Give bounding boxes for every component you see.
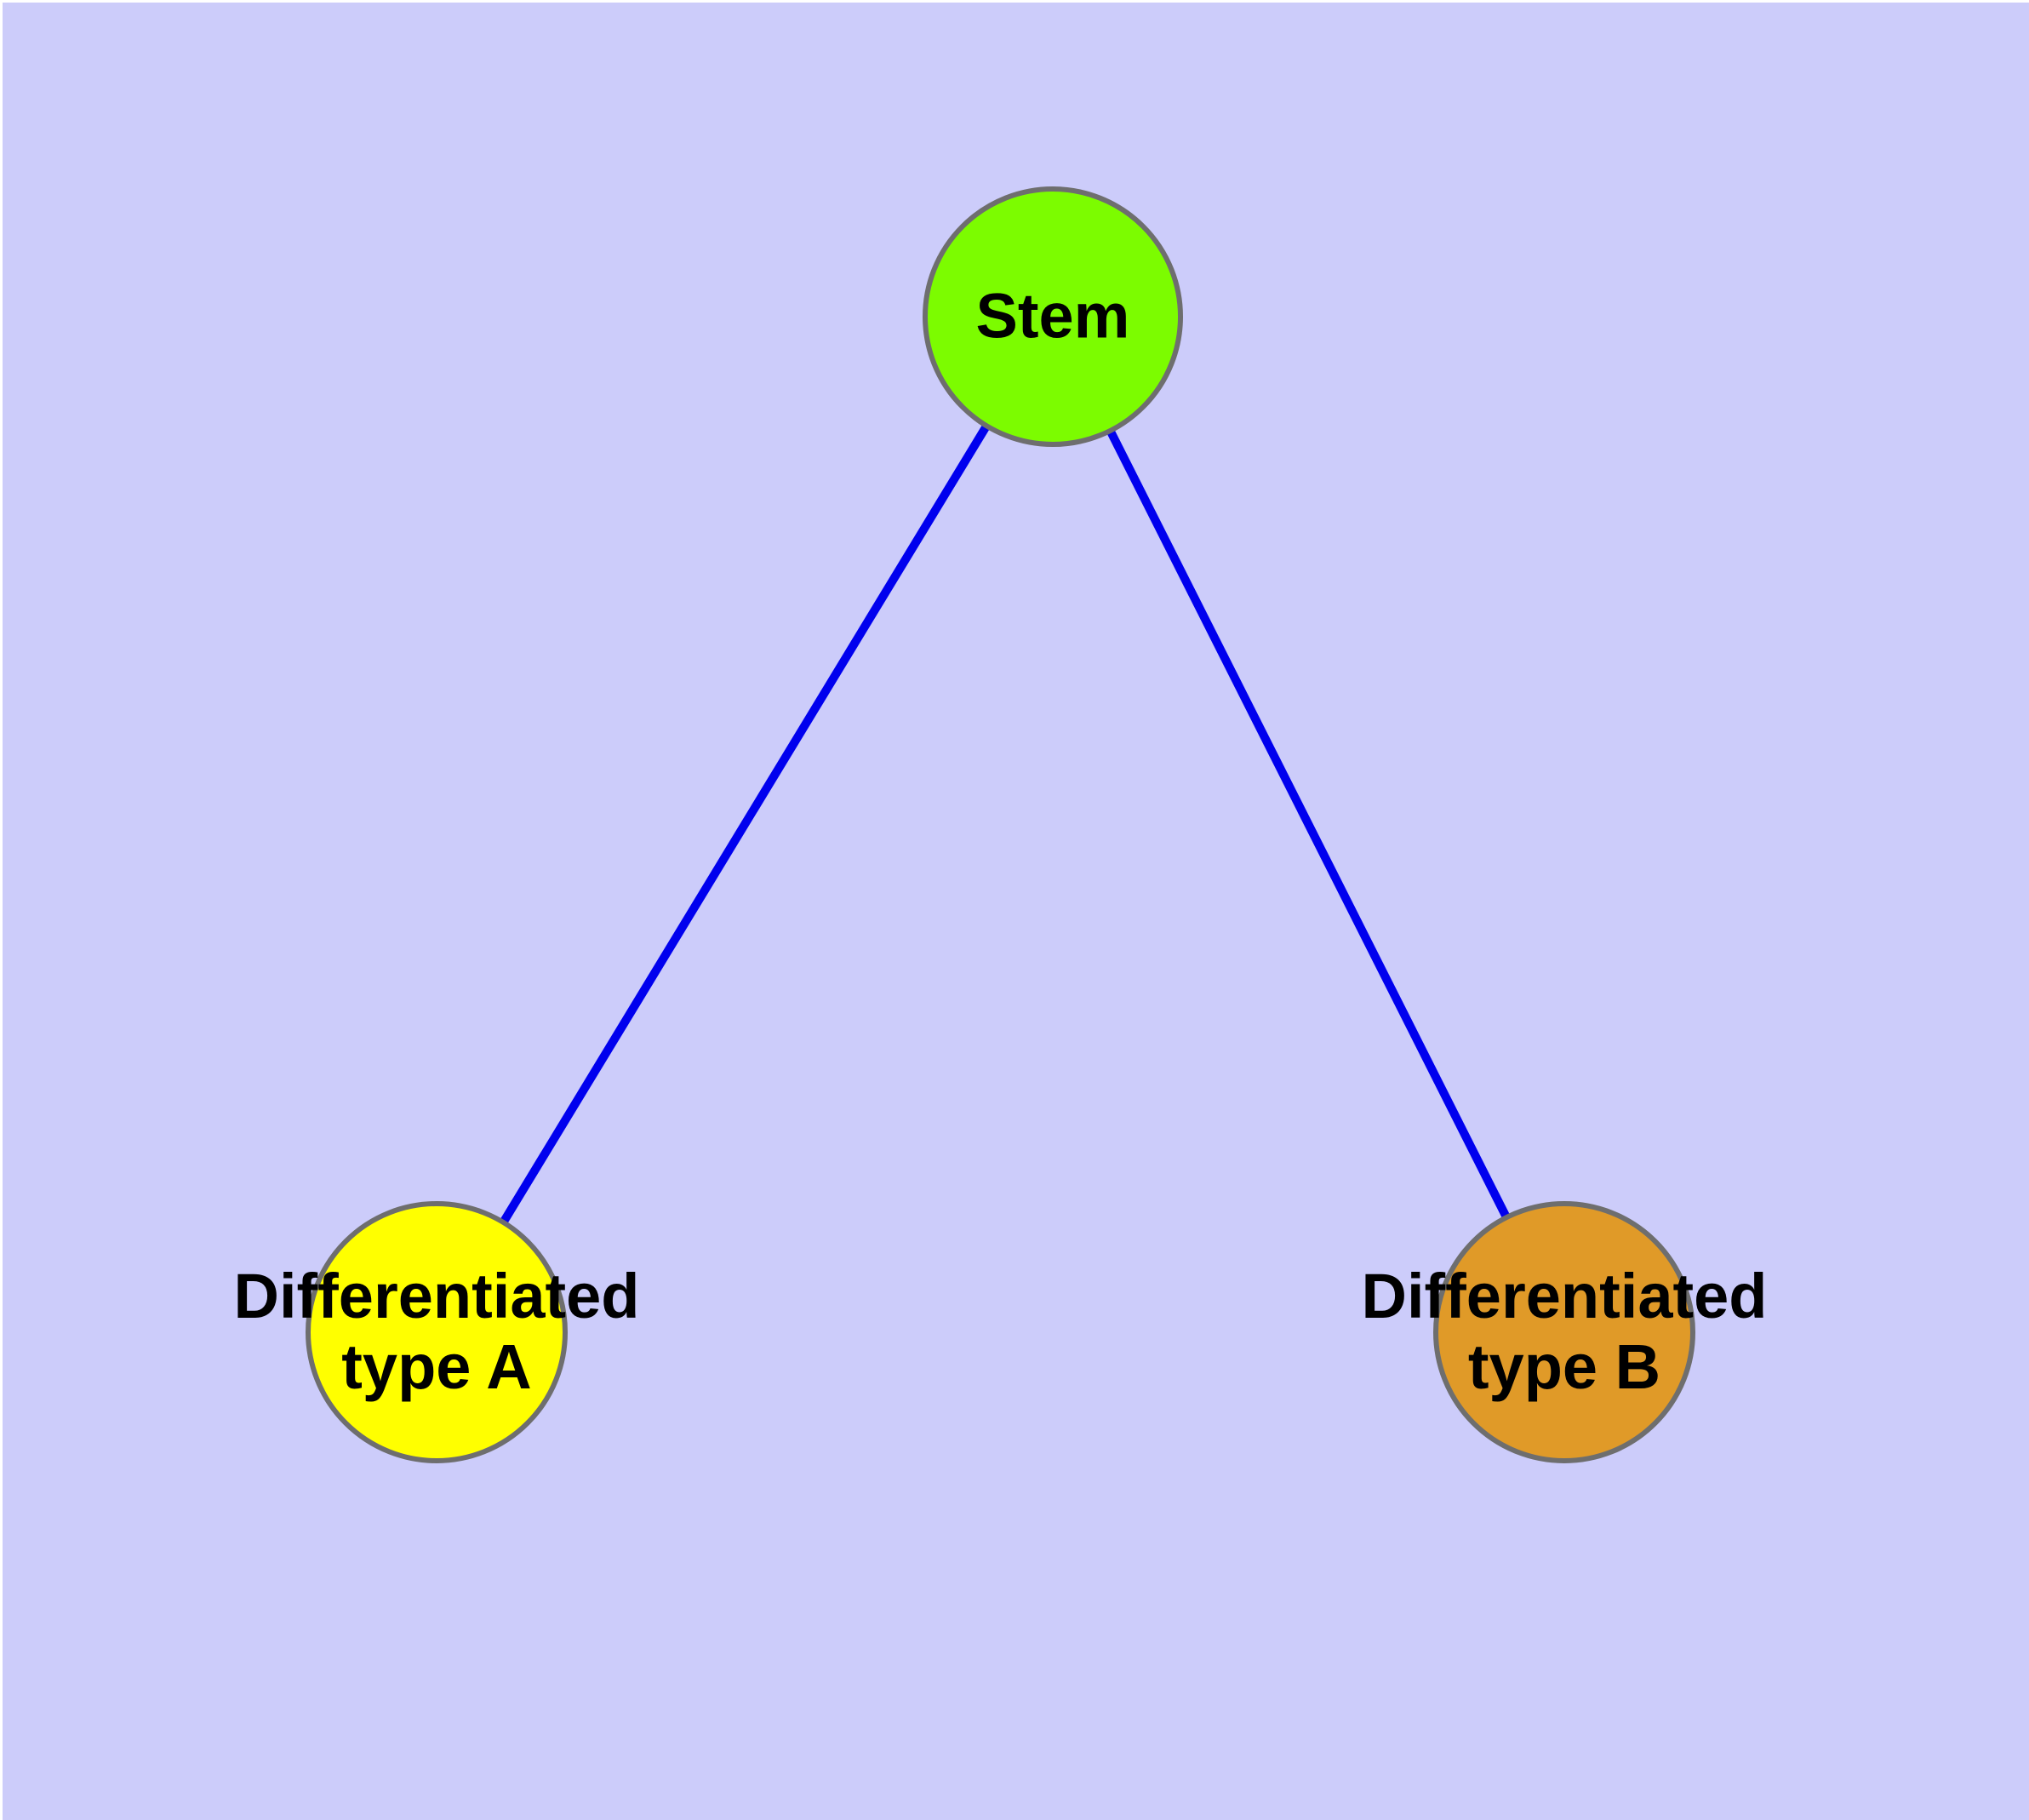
graph-edge-stem-to-diff-b bbox=[1106, 426, 1512, 1222]
edge-layer bbox=[499, 421, 1512, 1227]
graph-node-diff_a[interactable] bbox=[306, 1201, 568, 1463]
node-layer bbox=[306, 186, 1695, 1463]
graph-node-stem[interactable] bbox=[923, 186, 1183, 447]
graph-node-diff_b[interactable] bbox=[1433, 1201, 1695, 1463]
graph-edge-stem-to-diff-a bbox=[499, 421, 992, 1227]
